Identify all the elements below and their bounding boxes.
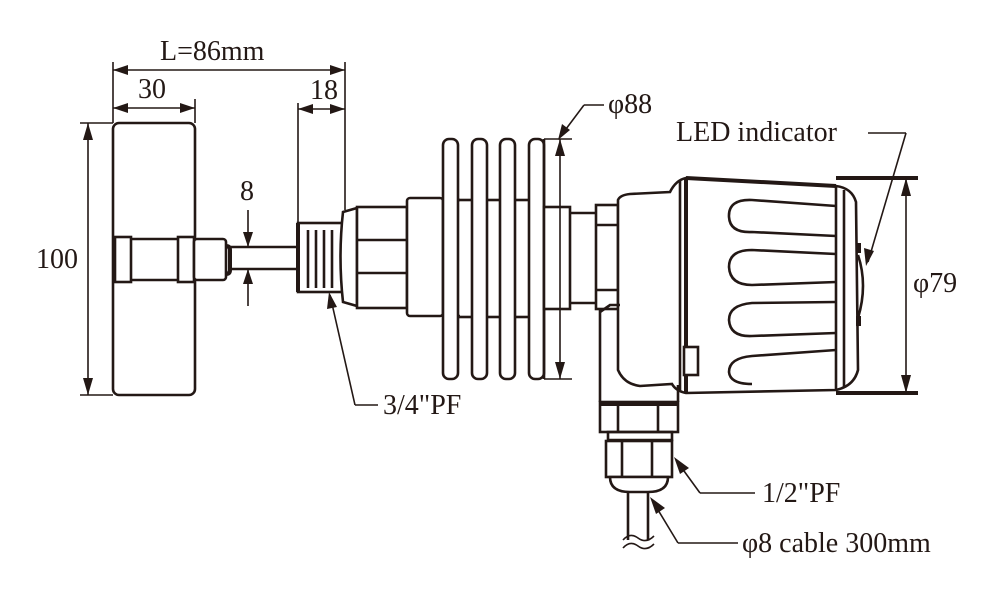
dimension-lines (80, 62, 918, 544)
cable (622, 492, 655, 550)
thread-length-label: 18 (310, 75, 338, 106)
hex-nut (339, 196, 445, 318)
shaft-diameter-label: 8 (240, 176, 254, 207)
shaft (230, 245, 298, 271)
housing (594, 176, 865, 395)
housing-diameter-label: φ79 (913, 268, 958, 299)
cooling-fins (441, 137, 596, 381)
cable-gland (598, 309, 680, 494)
thread-nut (296, 221, 345, 294)
led-indicator-label: LED indicator (676, 117, 837, 148)
process-thread-label: 3/4"PF (383, 390, 462, 421)
paddle-width-label: 30 (138, 74, 166, 105)
overall-length-label: L=86mm (160, 36, 265, 67)
paddle-height-label: 100 (36, 244, 78, 275)
fin-diameter-label: φ88 (608, 89, 653, 120)
cable-thread-label: 1/2"PF (762, 478, 841, 509)
paddle (111, 121, 232, 397)
cable-label: φ8 cable 300mm (742, 528, 931, 559)
